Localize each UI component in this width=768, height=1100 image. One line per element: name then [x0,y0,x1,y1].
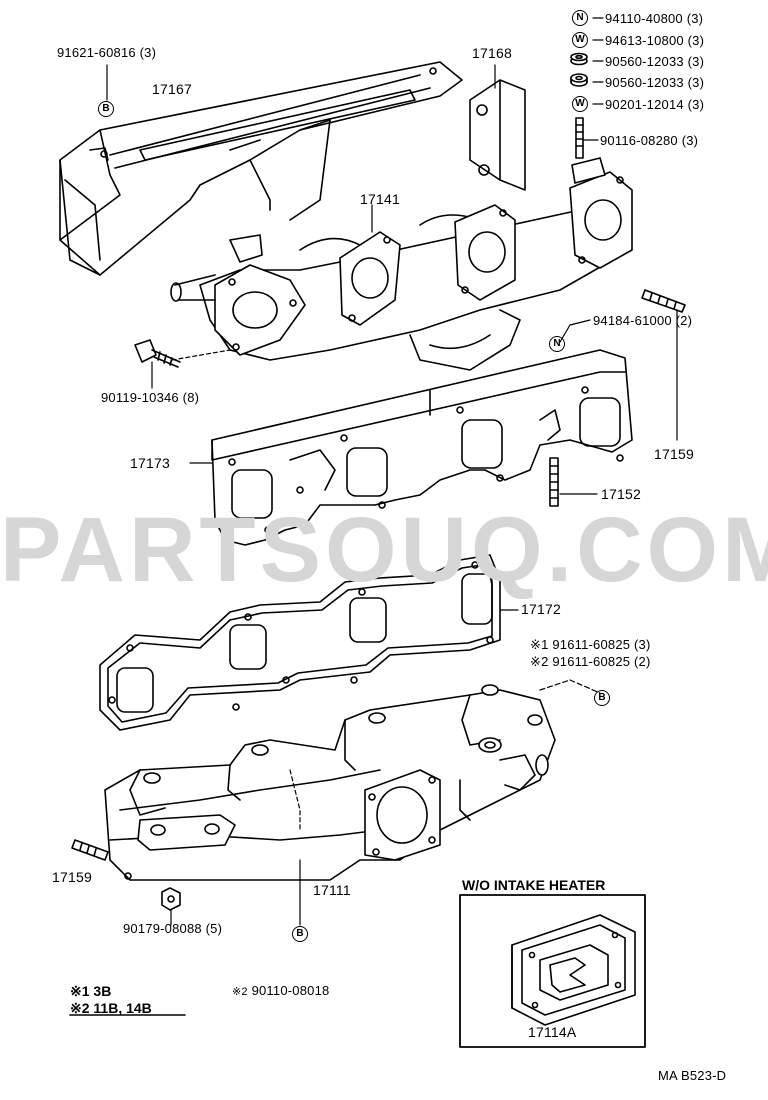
washer-symbol-icon: W [572,96,588,112]
label-17168: 17168 [472,45,512,61]
callout-b-icon: B [98,101,114,117]
note-1: ※1 3B [70,983,112,999]
label-90110-08018: ※2 90110-08018 [232,983,330,998]
gasket-17173 [211,349,633,546]
bracket-17168 [469,79,526,191]
label-91621-60816: 91621-60816 (3) [57,45,157,60]
label-17167: 17167 [152,81,192,97]
hardware-item-1: 94110-40800 (3) [605,11,704,26]
washer-icon-90560-a [570,52,588,66]
stud-17152 [549,457,559,507]
label-17173: 17173 [130,455,170,471]
label-17114A: 17114A [528,1024,577,1040]
label-17159-upper: 17159 [654,446,694,462]
nut-symbol-icon: N [549,336,565,352]
label-17152: 17152 [601,486,641,502]
hardware-item-3: 90560-12033 (3) [605,54,705,69]
label-90119-10346: 90119-10346 (8) [101,390,200,405]
inset-title: W/O INTAKE HEATER [462,877,606,893]
hardware-item-5: 90201-12014 (3) [605,97,705,112]
gasket-17172 [99,554,501,731]
label-17159-lower: 17159 [52,869,92,885]
stud-17159-lower [71,839,109,861]
watermark: PARTSOUQ.COM [0,499,768,601]
label-94184-61000: 94184-61000 (2) [593,313,693,328]
label-17111: 17111 [313,882,351,898]
exhaust-manifold-17141 [170,157,633,371]
washer-icon-90560-b [570,73,588,87]
hardware-item-2: 94613-10800 (3) [605,33,705,48]
diagram-code: MA B523-D [658,1068,727,1083]
label-17141: 17141 [360,191,400,207]
heat-insulator-17167 [59,61,463,276]
callout-b-icon: B [292,926,308,942]
nut-90179-08088 [161,887,181,911]
bolt-90119-10346 [134,339,181,368]
stud-90116-08280 [575,117,584,159]
label-90179-08088: 90179-08088 (5) [123,921,223,936]
label-note1-91611: ※1 91611-60825 (3) [530,637,651,652]
callout-b-icon: B [594,690,610,706]
hardware-item-6: 90116-08280 (3) [600,133,699,148]
note-2: ※2 11B, 14B [70,1000,152,1016]
inset-intake-plate [459,894,646,1048]
label-note2-91611: ※2 91611-60825 (2) [530,654,651,669]
nut-symbol-icon: N [572,10,588,26]
stud-17159-upper [641,289,686,313]
hardware-item-4: 90560-12033 (3) [605,75,705,90]
washer-symbol-icon: W [572,32,588,48]
intake-manifold-17111 [104,684,556,881]
label-17172: 17172 [521,601,561,617]
